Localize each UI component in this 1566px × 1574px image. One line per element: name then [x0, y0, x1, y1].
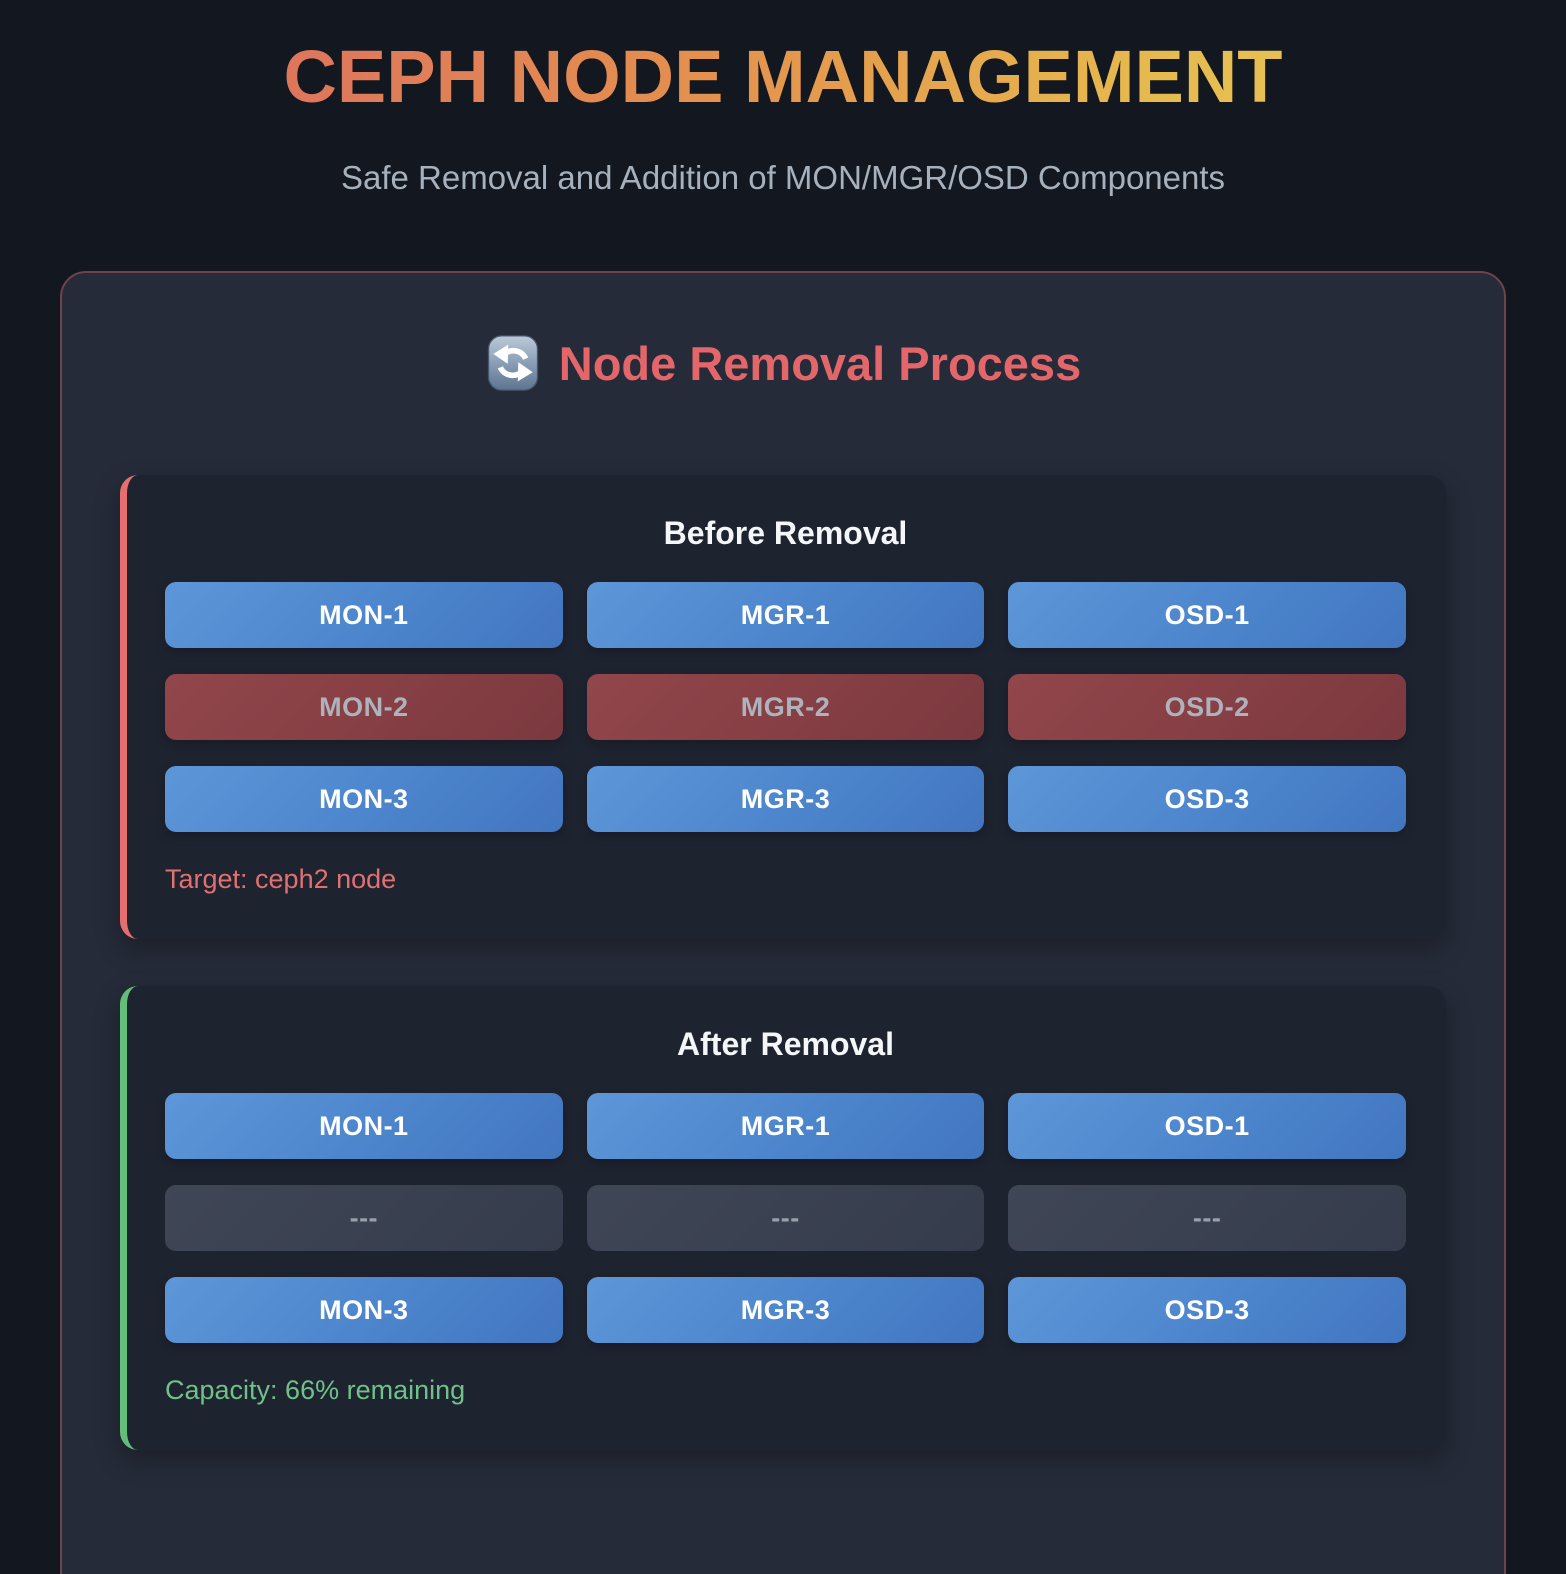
- before-node-grid: MON-1 MGR-1 OSD-1 MON-2 MGR-2 OSD-2 MON-…: [165, 582, 1406, 833]
- node-chip-mon-2: MON-2: [165, 674, 563, 741]
- target-node-label: Target: ceph2 node: [165, 864, 397, 895]
- node-removal-card: Node Removal Process Before Removal MON-…: [60, 271, 1506, 1574]
- after-node-grid: MON-1 MGR-1 OSD-1 --- --- --- MON-3 MGR-…: [165, 1093, 1406, 1344]
- page-title: CEPH NODE MANAGEMENT: [183, 34, 1383, 119]
- node-chip-osd-1: OSD-1: [1008, 1093, 1406, 1160]
- before-removal-panel: Before Removal MON-1 MGR-1 OSD-1 MON-2 M…: [120, 475, 1446, 940]
- node-chip-mon-3: MON-3: [165, 1277, 563, 1344]
- page-subtitle: Safe Removal and Addition of MON/MGR/OSD…: [340, 159, 1226, 197]
- node-chip-mgr-1: MGR-1: [586, 582, 985, 649]
- section-title: Node Removal Process: [558, 336, 1082, 390]
- node-chip-mgr-3: MGR-3: [586, 766, 985, 833]
- node-chip-mgr-1: MGR-1: [586, 1093, 985, 1160]
- refresh-icon: [487, 335, 538, 391]
- node-chip-mgr-2: MGR-2: [586, 674, 985, 741]
- node-chip-osd-3: OSD-3: [1008, 766, 1406, 833]
- capacity-label: Capacity: 66% remaining: [165, 1375, 466, 1406]
- after-panel-title: After Removal: [677, 1026, 894, 1063]
- node-chip-removed-slot: ---: [586, 1185, 985, 1252]
- node-chip-removed-slot: ---: [1008, 1185, 1406, 1252]
- node-chip-osd-2: OSD-2: [1008, 674, 1406, 741]
- after-removal-panel: After Removal MON-1 MGR-1 OSD-1 --- --- …: [120, 986, 1446, 1451]
- node-chip-mgr-3: MGR-3: [586, 1277, 985, 1344]
- node-chip-osd-1: OSD-1: [1008, 582, 1406, 649]
- node-chip-mon-1: MON-1: [165, 582, 563, 649]
- node-chip-removed-slot: ---: [165, 1185, 563, 1252]
- before-panel-title: Before Removal: [663, 515, 908, 552]
- node-chip-mon-1: MON-1: [165, 1093, 563, 1160]
- node-chip-osd-3: OSD-3: [1008, 1277, 1406, 1344]
- node-chip-mon-3: MON-3: [165, 766, 563, 833]
- section-heading: Node Removal Process: [120, 335, 1446, 391]
